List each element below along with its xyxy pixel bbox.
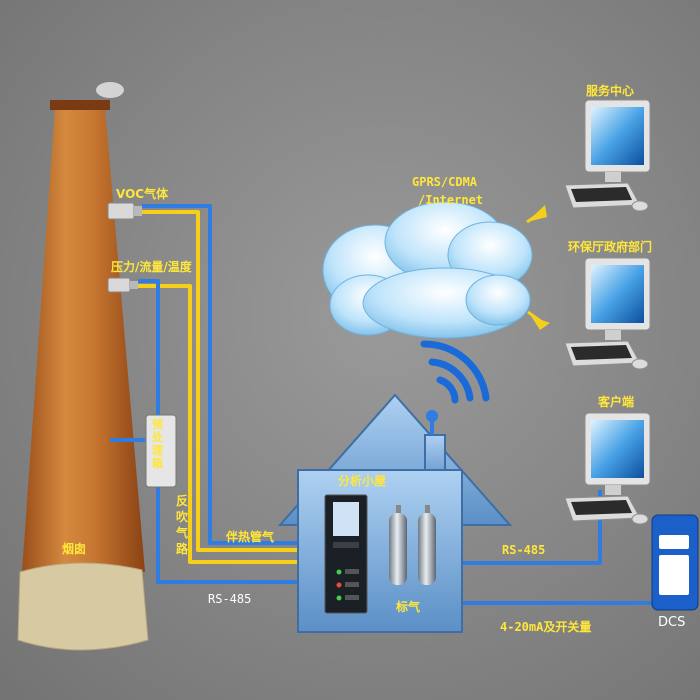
std-gas-label: 标气	[396, 600, 421, 614]
gprs-label: GPRS/CDMA	[412, 175, 478, 189]
heat-pipe-label: 伴热管气	[226, 530, 275, 544]
preprocess-box-label: 预处理箱	[152, 418, 163, 470]
dcs-label: DCS	[658, 615, 686, 630]
chimney-label: 烟囱	[62, 542, 87, 556]
voc-signal-line	[142, 204, 300, 545]
analog-io-label: 4-20mA及开关量	[500, 620, 592, 634]
gas-cylinder-1	[389, 505, 407, 585]
analysis-house	[277, 393, 513, 633]
dcs-unit	[651, 514, 699, 611]
preprocess-box	[145, 414, 177, 488]
blowback-path-label: 反吹气路	[176, 494, 189, 556]
antenna-icon	[426, 410, 438, 422]
chimney	[17, 82, 149, 651]
computer-env-bureau	[564, 257, 651, 370]
env-bureau-label: 环保厅政府部门	[568, 240, 653, 254]
arrow-to-client	[527, 310, 550, 330]
cloud-icon	[322, 201, 533, 339]
voc-probe	[107, 202, 142, 220]
computer-service-center	[564, 99, 651, 212]
rs485-right-label: RS-485	[502, 543, 546, 557]
voc-label: VOC气体	[116, 187, 169, 201]
heat-pipe-line-2	[138, 284, 300, 564]
service-center-label: 服务中心	[586, 84, 635, 98]
wireless-signal-icon	[420, 340, 490, 404]
gas-cylinder-2	[418, 505, 436, 585]
rs485-left-label: RS-485	[208, 592, 252, 606]
client-label: 客户端	[598, 395, 635, 409]
analysis-room-label: 分析小屋	[338, 474, 387, 488]
pressure-probe	[107, 277, 138, 293]
connection-lines	[110, 204, 660, 605]
pressure-label: 压力/流量/温度	[111, 260, 192, 274]
internet-label: /Internet	[418, 193, 484, 207]
computer-client	[564, 412, 651, 525]
arrow-to-service	[526, 205, 547, 224]
heat-pipe-line	[142, 210, 300, 552]
